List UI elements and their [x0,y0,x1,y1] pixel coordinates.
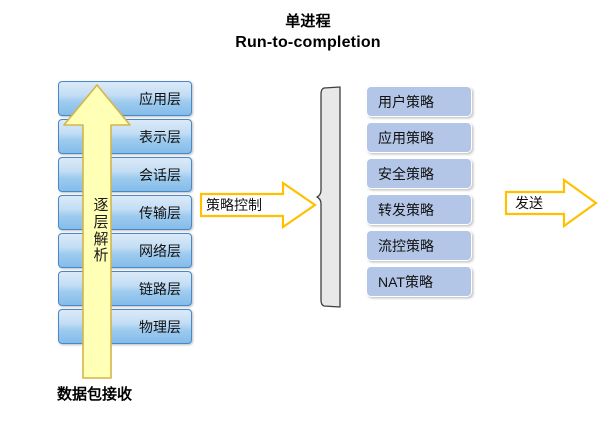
osi-layer-session[interactable]: 会话层 [58,157,192,192]
policy-item-forwarding[interactable]: 转发策略 [366,194,472,225]
osi-layer-label: 会话层 [139,166,181,183]
osi-layer-label: 网络层 [139,242,181,259]
osi-layer-network[interactable]: 网络层 [58,233,192,268]
policy-item-flow-control[interactable]: 流控策略 [366,230,472,261]
send-arrow-label: 发送 [515,195,543,211]
policy-item-user[interactable]: 用户策略 [366,86,472,117]
osi-layer-label: 传输层 [139,204,181,221]
send-arrow-icon [504,178,598,228]
title-line-english: Run-to-completion [235,33,381,51]
osi-layer-label: 表示层 [139,128,181,145]
policy-item-label: 应用策略 [378,129,434,146]
policy-item-nat[interactable]: NAT策略 [366,266,472,297]
arrow-char: 逐 [93,197,109,214]
osi-layer-datalink[interactable]: 链路层 [58,271,192,306]
osi-layer-label: 链路层 [139,280,181,297]
osi-layer-label: 应用层 [139,90,181,107]
title-line-chinese: 单进程 [285,13,331,30]
arrow-char: 析 [93,247,109,265]
osi-layer-presentation[interactable]: 表示层 [58,119,192,154]
policy-item-label: 安全策略 [378,165,434,182]
diagram-title: 单进程 Run-to-completion [0,12,616,53]
policy-list: 用户策略 应用策略 安全策略 转发策略 流控策略 NAT策略 [366,86,472,302]
osi-layer-label: 物理层 [139,318,181,335]
arrow-char: 层 [93,213,109,231]
osi-layer-physical[interactable]: 物理层 [58,309,192,344]
packet-receive-caption: 数据包接收 [57,386,133,403]
policy-item-label: NAT策略 [378,273,433,290]
left-brace-icon [316,86,341,308]
osi-layer-transport[interactable]: 传输层 [58,195,192,230]
policy-item-label: 用户策略 [378,93,434,110]
policy-item-application[interactable]: 应用策略 [366,122,472,153]
arrow-char: 解 [93,230,109,248]
upward-arrow-label: 逐 层 解 析 [90,197,112,265]
policy-item-label: 转发策略 [378,201,434,218]
policy-control-arrow-label: 策略控制 [206,197,262,213]
policy-item-security[interactable]: 安全策略 [366,158,472,189]
osi-layer-stack: 应用层 表示层 会话层 传输层 网络层 链路层 物理层 [58,81,192,347]
osi-layer-application[interactable]: 应用层 [58,81,192,116]
policy-item-label: 流控策略 [378,237,434,254]
policy-control-arrow-icon [199,181,317,229]
